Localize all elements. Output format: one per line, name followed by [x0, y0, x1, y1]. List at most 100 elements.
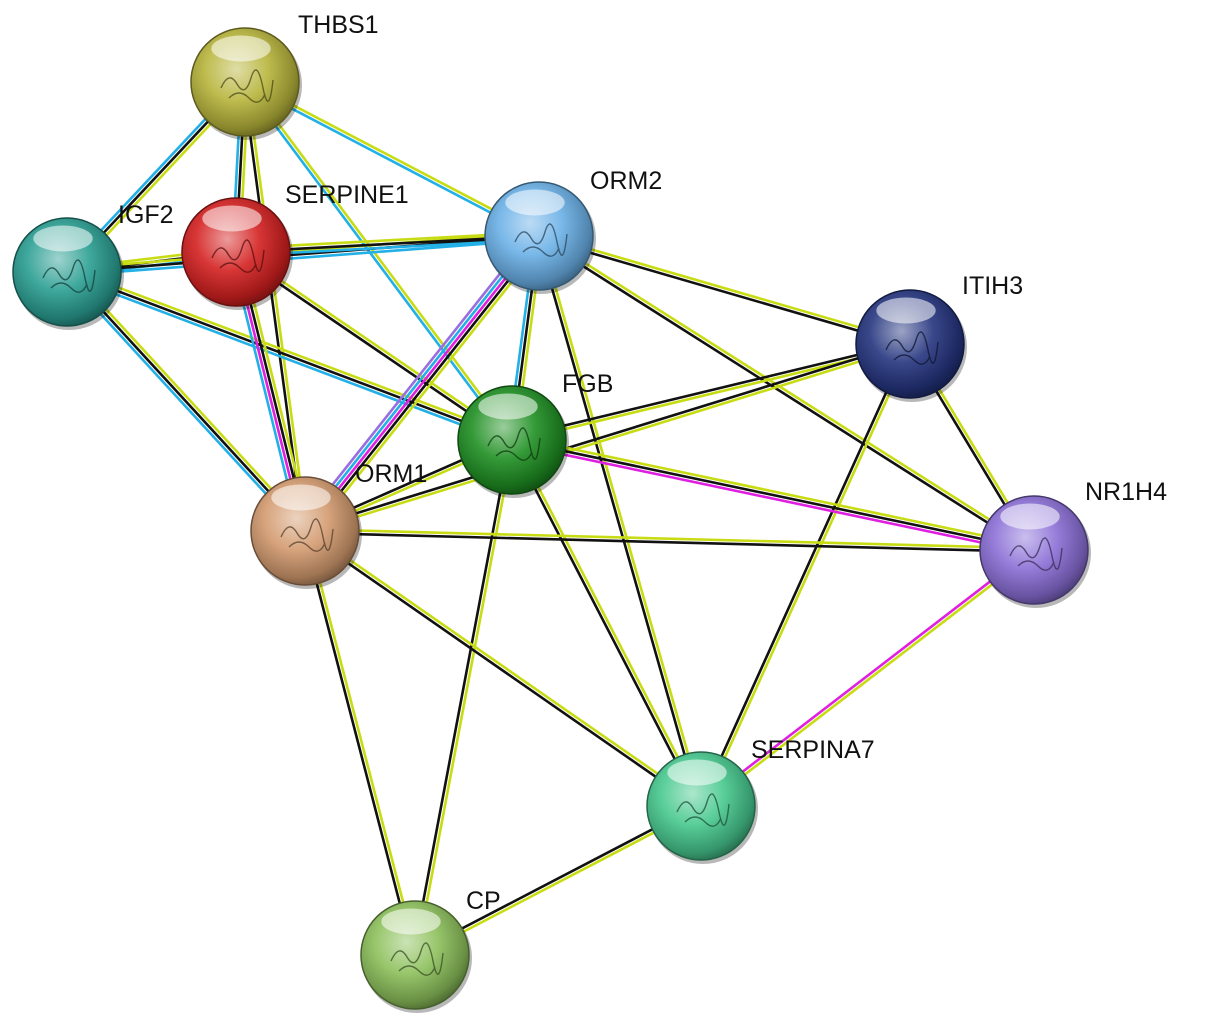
edge-strand	[536, 236, 1035, 553]
edge-igf2-orm1	[63, 268, 310, 535]
edge-strand	[510, 340, 911, 440]
node-label-itih3: ITIH3	[962, 272, 1023, 300]
edge-strand	[63, 273, 304, 535]
edge-strand	[512, 437, 704, 807]
edge-strand	[698, 341, 910, 807]
edge-strand	[535, 235, 701, 808]
edge-strand	[67, 267, 515, 438]
edge-strand	[64, 274, 513, 445]
edge-itih3-orm1	[303, 340, 912, 535]
edge-strand	[415, 438, 516, 957]
edge-strand	[309, 239, 546, 537]
edge-strand	[509, 439, 701, 809]
node-highlight	[876, 297, 936, 324]
node-fgb[interactable]	[457, 385, 569, 498]
nodes-layer	[12, 27, 1091, 1013]
node-nr1h4[interactable]	[979, 495, 1091, 608]
node-highlight	[211, 35, 271, 62]
edge-strand	[303, 527, 1036, 550]
node-highlight	[1000, 503, 1060, 530]
edge-strand	[411, 438, 512, 957]
edge-strand	[302, 531, 702, 809]
node-highlight	[667, 759, 727, 786]
edge-strand	[233, 252, 513, 443]
edge-orm1-serpina7	[302, 528, 704, 809]
edge-orm2-serpina7	[535, 234, 705, 808]
edge-orm1-nr1h4	[303, 527, 1036, 554]
edge-orm1-cp	[301, 529, 419, 957]
edge-strand	[700, 550, 1037, 809]
edge-fgb-nr1h4	[509, 435, 1036, 555]
edge-thbs1-orm2	[242, 79, 542, 239]
node-igf2[interactable]	[12, 217, 124, 330]
node-label-igf2: IGF2	[118, 201, 174, 229]
edge-strand	[538, 233, 1037, 550]
edge-strand	[304, 528, 704, 806]
edge-strand	[304, 344, 912, 535]
node-thbs1[interactable]	[190, 27, 302, 140]
node-serpina7[interactable]	[646, 751, 758, 864]
edge-strand	[305, 529, 419, 956]
edge-strand	[65, 270, 514, 442]
node-highlight	[202, 205, 262, 232]
edge-strand	[242, 82, 540, 239]
protein-structure-icon	[676, 793, 730, 827]
node-label-orm2: ORM2	[590, 167, 662, 195]
edge-strand	[235, 249, 515, 440]
node-highlight	[478, 393, 538, 420]
edge-strand	[303, 340, 911, 531]
node-label-orm1: ORM1	[355, 460, 427, 488]
edge-strand	[510, 438, 1036, 552]
edge-strand	[701, 343, 913, 809]
edge-orm2-itih3	[537, 233, 912, 348]
edge-strand	[511, 435, 1036, 548]
protein-structure-icon	[211, 239, 265, 273]
node-label-cp: CP	[466, 887, 501, 915]
edge-orm2-orm1	[298, 230, 546, 537]
node-itih3[interactable]	[855, 289, 967, 402]
edge-strand	[65, 231, 541, 270]
node-highlight	[381, 908, 441, 935]
edge-strand	[68, 268, 310, 530]
edge-strand	[242, 81, 512, 443]
protein-structure-icon	[885, 331, 939, 365]
edge-igf2-fgb	[64, 267, 515, 445]
protein-structure-icon	[220, 69, 274, 103]
protein-structure-icon	[42, 259, 96, 293]
edge-strand	[65, 270, 307, 533]
edge-strand	[245, 80, 309, 533]
edge-itih3-serpina7	[698, 341, 913, 809]
edge-strand	[539, 234, 705, 807]
node-highlight	[33, 225, 93, 252]
node-label-serpina7: SERPINA7	[751, 736, 875, 764]
edge-nr1h4-serpina7	[698, 547, 1037, 809]
node-orm2[interactable]	[484, 181, 596, 294]
edge-strand	[301, 530, 415, 957]
edge-strand	[300, 232, 538, 531]
edge-strand	[66, 238, 541, 277]
edge-strand	[306, 236, 544, 535]
edge-strand	[538, 233, 912, 344]
node-cp[interactable]	[360, 900, 472, 1013]
edge-strand	[245, 79, 515, 441]
node-label-nr1h4: NR1H4	[1085, 478, 1167, 506]
edge-fgb-serpina7	[509, 437, 704, 809]
edge-strand	[537, 236, 911, 348]
protein-structure-icon	[390, 942, 444, 976]
labels-layer: THBS1SERPINE1IGF2ORM2ITIH3FGBORM1NR1H4SE…	[118, 11, 1167, 915]
node-orm1[interactable]	[250, 476, 362, 589]
edge-orm2-nr1h4	[536, 233, 1037, 553]
node-label-serpine1: SERPINE1	[285, 181, 409, 209]
node-label-fgb: FGB	[562, 370, 613, 398]
edge-strand	[298, 230, 535, 528]
edge-thbs1-fgb	[242, 79, 515, 443]
edge-strand	[303, 531, 1036, 554]
protein-structure-icon	[1009, 537, 1063, 571]
edge-strand	[698, 547, 1035, 806]
node-serpine1[interactable]	[181, 197, 293, 310]
edge-igf2-orm2	[65, 231, 541, 277]
edge-fgb-cp	[411, 438, 516, 957]
edge-strand	[65, 234, 541, 274]
edge-strand	[303, 234, 541, 533]
